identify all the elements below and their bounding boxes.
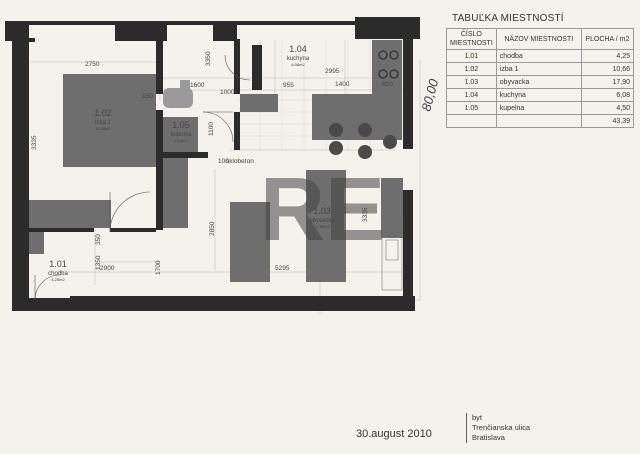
sklobeton-label: sklobeton xyxy=(226,158,254,165)
dimension-label: 2750 xyxy=(85,61,100,68)
header-area: PLOCHA / m2 xyxy=(580,28,635,50)
project-info: byt Trenčianska ulica Bratislava xyxy=(466,413,530,443)
dimension-label: 1400 xyxy=(335,81,350,88)
room-area: 10,66m2 xyxy=(95,126,111,131)
dimension-label: 1350 xyxy=(95,255,102,270)
cell-number: 1.01 xyxy=(446,49,497,63)
cell-name: kuchyna xyxy=(495,88,582,102)
dimension-label: 1700 xyxy=(155,260,162,275)
cell-total: 43,39 xyxy=(580,114,635,128)
tv-console xyxy=(306,170,346,282)
walls xyxy=(5,17,420,311)
room-name: chodba xyxy=(48,271,68,277)
table-row: 1.03 obyvacka 17,90 xyxy=(446,75,635,89)
dimension-label: 2850 xyxy=(209,221,216,236)
watermark-text: RE xyxy=(260,160,385,260)
info-street: Trenčianska ulica xyxy=(472,423,531,432)
stove-icon xyxy=(378,50,399,79)
cell-number: 1.04 xyxy=(446,88,497,102)
drawing-date: 30.august 2010 xyxy=(356,428,432,440)
window-frame xyxy=(381,219,403,291)
room-number: 1.05 xyxy=(172,120,190,130)
cell-area: 4,50 xyxy=(580,101,635,115)
room-table: ČÍSLO MIESTNOSTI NÁZOV MIESTNOSTI PLOCHA… xyxy=(446,28,635,128)
cell-name: kupelna xyxy=(495,101,582,115)
header-number: ČÍSLO MIESTNOSTI xyxy=(446,28,497,50)
hallway-cabinet xyxy=(163,158,188,228)
room-area: 17,90m2 xyxy=(314,224,330,229)
dimension-labels: 2750 150 1600 1000 955 2995 1400 600 529… xyxy=(31,51,393,275)
header-name: NÁZOV MIESTNOSTI xyxy=(495,28,582,50)
table-row: 1.05 kupelna 4,50 xyxy=(446,101,635,115)
room-area: 4,25m2 xyxy=(51,277,65,282)
dimension-label: 600 xyxy=(382,81,393,88)
dimension-label: 150 xyxy=(142,93,153,100)
dimension-label: 1600 xyxy=(190,82,205,89)
room-name: obyvacka xyxy=(309,218,335,224)
cell-area: 4,25 xyxy=(580,49,635,63)
furniture xyxy=(29,40,403,282)
dimension-label: 3335 xyxy=(31,135,38,150)
dimension-label: 2900 xyxy=(100,265,115,272)
info-type: byt xyxy=(472,413,483,422)
room-number: 1.01 xyxy=(49,259,67,269)
cell-area: 17,90 xyxy=(580,75,635,89)
table-total-row: 43,39 xyxy=(446,114,635,128)
total-empty-cell xyxy=(446,114,497,128)
cell-number: 1.05 xyxy=(446,101,497,115)
dining-chairs xyxy=(329,123,397,159)
room-area: 6,08m2 xyxy=(291,62,305,67)
table-row: 1.02 izba 1 10,66 xyxy=(446,62,635,76)
dimension-label: 3350 xyxy=(205,51,212,66)
handwritten-note: 80,00 xyxy=(418,77,441,113)
sofa xyxy=(230,202,270,282)
room-name: kupelna xyxy=(170,132,192,138)
kitchen-unit xyxy=(372,40,402,94)
room-labels: 1.02 izba 1 10,66m2 1.05 kupelna 4,50m2 … xyxy=(48,44,335,282)
dimension-label: 1100 xyxy=(208,122,215,136)
room-number: 1.03 xyxy=(313,206,331,216)
wardrobe xyxy=(29,200,111,228)
cell-name: izba 1 xyxy=(495,62,582,76)
table-row: 1.04 kuchyna 6,08 xyxy=(446,88,635,102)
kitchen-cabinet xyxy=(240,94,278,112)
dimension-label: 350 xyxy=(95,234,102,245)
furniture-light xyxy=(163,80,193,108)
table-row: 1.01 chodba 4,25 xyxy=(446,49,635,63)
total-empty-cell xyxy=(495,114,582,128)
room-number: 1.04 xyxy=(289,44,307,54)
room-name: izba 1 xyxy=(95,120,112,126)
room-number: 1.02 xyxy=(94,108,112,118)
room-area: 4,50m2 xyxy=(174,138,188,143)
dimension-label: 100 xyxy=(218,158,229,165)
room-table-title: TABUĽKA MIESTNOSTÍ xyxy=(452,13,564,24)
dimension-label: 955 xyxy=(283,82,294,89)
shelf xyxy=(381,178,403,238)
cell-number: 1.03 xyxy=(446,75,497,89)
cell-area: 6,08 xyxy=(580,88,635,102)
shower xyxy=(163,117,198,152)
dimension-label: 5295 xyxy=(275,265,290,272)
door-swings xyxy=(34,54,251,301)
room-name: kuchyna xyxy=(287,56,310,62)
dimension-label: 3335 xyxy=(362,207,369,222)
cell-name: chodba xyxy=(495,49,582,63)
dimension-label: 1000 xyxy=(220,89,235,96)
kitchen-counter xyxy=(312,94,402,140)
coat-cabinet xyxy=(29,232,44,254)
cell-area: 10,66 xyxy=(580,62,635,76)
cell-name: obyvacka xyxy=(495,75,582,89)
cell-number: 1.02 xyxy=(446,62,497,76)
toilet xyxy=(163,88,193,108)
dimension-label: 2995 xyxy=(325,68,340,75)
info-city: Bratislava xyxy=(472,433,505,442)
bed xyxy=(63,74,156,167)
